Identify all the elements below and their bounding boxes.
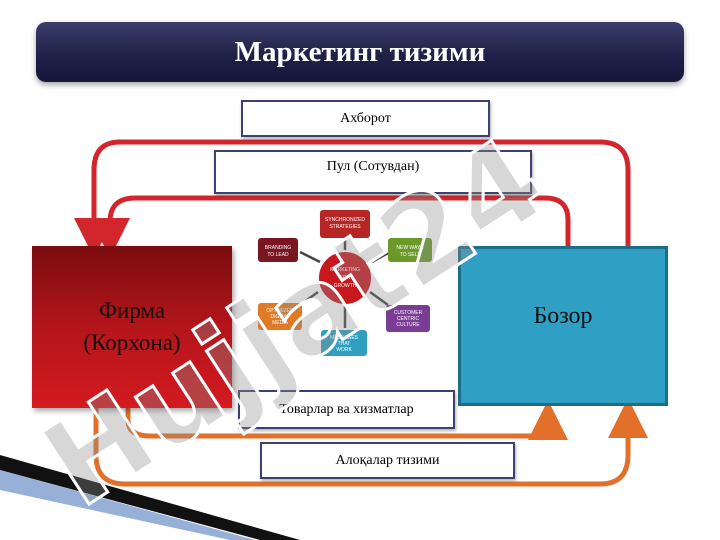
svg-text:BRANDING: BRANDING [265, 245, 292, 251]
svg-text:TO SELL: TO SELL [400, 252, 421, 258]
center-text-3: GROWTH [334, 283, 357, 289]
svg-text:DIGITAL: DIGITAL [270, 314, 289, 320]
goods-label: Товарлар ва хизматлар [238, 390, 455, 429]
node-culture [386, 305, 430, 332]
goods-arrow-outer [93, 398, 648, 487]
money-label: Пул (Сотувдан) [214, 150, 532, 194]
svg-text:THAT: THAT [338, 341, 351, 347]
svg-text:NEW WAYS: NEW WAYS [396, 245, 424, 251]
svg-text:MESSAGES: MESSAGES [330, 335, 359, 341]
market-box: Бозор [458, 246, 668, 406]
svg-text:WORK: WORK [336, 347, 352, 353]
communications-label: Алоқалар тизими [260, 442, 515, 479]
svg-text:SYNCHRONIZED: SYNCHRONIZED [325, 217, 365, 223]
firm-box: Фирма (Корхона) [32, 246, 232, 408]
node-strategies [320, 210, 370, 238]
svg-text:STRATEGIES: STRATEGIES [329, 224, 361, 230]
node-messages [321, 330, 367, 356]
goods-arrow-inner [125, 400, 568, 441]
svg-text:CUSTOMER: CUSTOMER [394, 310, 423, 316]
money-arrow-inner [90, 195, 571, 258]
node-branding [258, 238, 298, 262]
center-text-2: FOR [340, 275, 351, 281]
svg-text:TO LEAD: TO LEAD [267, 252, 289, 258]
firm-line2: (Корхона) [83, 330, 181, 355]
center-node [317, 250, 373, 306]
center-text-1: MARKETING [330, 267, 360, 273]
svg-text:OPTIMIZED: OPTIMIZED [266, 308, 294, 314]
svg-text:MEDIA: MEDIA [272, 320, 289, 326]
node-media [258, 303, 302, 330]
node-sell [388, 238, 432, 262]
money-arrow-outer [74, 139, 631, 258]
svg-text:CENTRIC: CENTRIC [397, 316, 420, 322]
slide-title: Маркетинг тизими [36, 22, 684, 82]
info-label: Ахборот [241, 100, 490, 137]
firm-line1: Фирма [98, 298, 166, 323]
svg-text:CULTURE: CULTURE [396, 322, 420, 328]
